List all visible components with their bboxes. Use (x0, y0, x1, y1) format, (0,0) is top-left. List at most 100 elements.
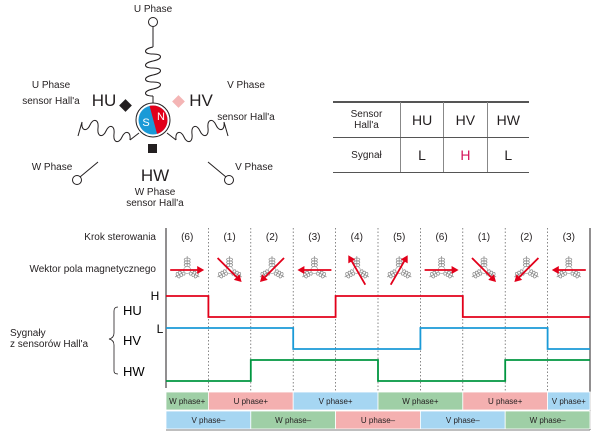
hw-sensor-icon (148, 144, 157, 153)
mini-winding-coil (310, 257, 318, 262)
table-col-hu: HU (400, 102, 445, 138)
field-vector-icon (424, 256, 459, 279)
step-label: (2) (520, 232, 532, 243)
field-vector-arrowhead (551, 266, 559, 274)
phase-minus-segment-label: U phase– (361, 416, 396, 425)
mini-winding-coil (430, 272, 435, 279)
table-header-label: Sensor Hall'a (333, 102, 401, 138)
group-label-line2: z sensorów Hall'a (10, 339, 88, 350)
hu-desc-line2: sensor Hall'a (22, 96, 80, 107)
timing-diagram: Krok sterowania Wektor pola magnetyczneg… (10, 228, 591, 431)
field-vector-shaft (389, 259, 406, 286)
step-label: (6) (181, 232, 193, 243)
field-vector-arrowhead (514, 274, 523, 283)
field-vector-icon (386, 255, 412, 286)
mini-winding-coil (175, 272, 181, 279)
mini-winding-coil (405, 272, 411, 279)
hv-desc-line2: sensor Hall'a (217, 112, 275, 123)
table-signal-row: Sygnał L H L (333, 137, 529, 173)
group-brace (108, 306, 119, 375)
field-vector-icon (551, 256, 586, 279)
phase-minus-segment-label: W phase– (530, 416, 567, 425)
signal-name-hw: HW (123, 364, 145, 379)
mini-winding-coil (533, 272, 538, 279)
level-high-label: H (151, 289, 160, 303)
rotor: S N (135, 102, 171, 138)
mini-winding-coil (321, 272, 326, 279)
table-header-label-line2: Hall'a (354, 120, 379, 131)
hu-sensor-icon (119, 99, 132, 112)
step-label: (3) (563, 232, 575, 243)
step-label: (4) (351, 232, 363, 243)
field-vector-arrowhead (297, 266, 305, 274)
hv-desc-line1: V Phase (227, 80, 265, 91)
field-vector-shaft (517, 257, 540, 280)
w-phase-terminal (72, 175, 82, 185)
table-col-hw: HW (487, 102, 529, 138)
mini-winding-coil (268, 257, 276, 262)
phase-minus-segment-label: W phase– (275, 416, 312, 425)
table-value-hv: H (443, 137, 488, 173)
w-phase-winding (72, 120, 140, 185)
mini-winding-coil (226, 257, 234, 262)
field-vector-icon (259, 256, 285, 283)
table-header-label-line1: Sensor (350, 109, 383, 120)
signal-hu-waveform (166, 295, 590, 318)
phase-minus-segment-label: V phase– (446, 416, 480, 425)
rotor-south-label: S (142, 117, 149, 129)
v-phase-terminal (224, 175, 234, 185)
step-label: (6) (435, 232, 447, 243)
table-value-hw: L (487, 137, 529, 173)
phase-plus-segment-label: W phase+ (169, 397, 206, 406)
hu-desc-line1: U Phase (32, 80, 71, 91)
mini-winding-coil (565, 257, 573, 262)
u-phase-label: U Phase (134, 4, 173, 15)
phase-plus-segment-label: U phase+ (488, 397, 523, 406)
mini-winding-coil (345, 272, 351, 279)
mini-winding-coil (363, 272, 369, 279)
field-vector-shaft (471, 257, 494, 280)
rotor-north-pole (148, 105, 168, 135)
table-header-row: Sensor Hall'a HU HV HW (333, 102, 529, 138)
u-phase-winding (145, 17, 161, 104)
mini-winding-coil (183, 257, 191, 262)
field-vector-icon (514, 256, 540, 283)
field-vector-shaft (216, 257, 239, 280)
hw-label: HW (141, 166, 169, 185)
field-vector-arrowhead (451, 266, 459, 274)
field-vector-icon (344, 255, 370, 286)
field-vector-arrowhead (233, 274, 242, 283)
mini-winding-coil (523, 257, 530, 262)
field-vector-icon (297, 256, 332, 279)
step-label: (2) (266, 232, 278, 243)
phase-plus-segment-label: U phase+ (234, 397, 269, 406)
hw-desc-line2: sensor Hall'a (126, 198, 184, 209)
signal-name-hv: HV (123, 333, 141, 348)
signal-hw-waveform (166, 359, 590, 382)
table-col-hv: HV (443, 102, 488, 138)
group-label-line1: Sygnały (10, 328, 46, 339)
phase-plus-segment (547, 391, 591, 411)
level-low-label: L (157, 322, 164, 336)
field-vector-arrowhead (348, 255, 356, 264)
mini-winding-coil (218, 272, 223, 279)
hw-desc-line1: W Phase (135, 187, 176, 198)
step-label: (1) (223, 232, 235, 243)
v-phase-label: V Phase (235, 162, 273, 173)
mini-winding-coil (387, 272, 393, 279)
phase-minus-segment-label: V phase– (191, 416, 225, 425)
field-vector-arrowhead (197, 266, 205, 274)
field-vector-shaft (350, 259, 367, 286)
hall-signal-table: Sensor Hall'a HU HV HW Sygnał L H L (333, 102, 529, 173)
phase-plus-segment-label: W phase+ (402, 397, 439, 406)
field-vector-icon (170, 256, 205, 279)
table-value-hu: L (400, 137, 445, 173)
phase-minus-segment (504, 410, 591, 430)
mini-winding-coil (278, 272, 284, 279)
u-phase-terminal (148, 17, 158, 27)
mini-winding-coil (438, 257, 446, 262)
phase-plus-segment-label: V phase+ (552, 397, 586, 406)
phase-plus-segment-label: V phase+ (319, 397, 353, 406)
field-vector-icon (216, 256, 242, 283)
